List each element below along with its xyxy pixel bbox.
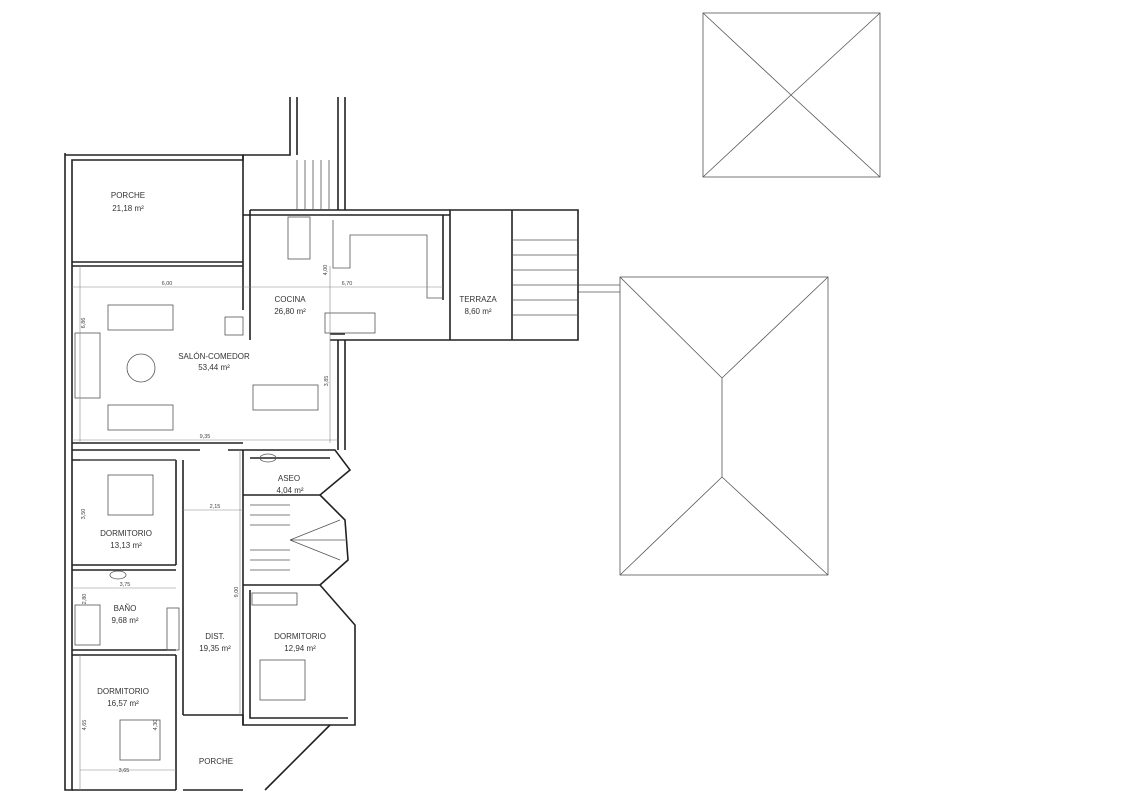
kitchen-table [287, 216, 311, 260]
room-labels: PORCHE 21,18 m² COCINA 26,80 m² TERRAZA … [97, 191, 497, 766]
room-area: 13,13 m² [110, 541, 142, 550]
room-area: 16,57 m² [107, 699, 139, 708]
dimension-label: 4,00 [323, 265, 329, 276]
roof-large [578, 276, 829, 576]
dimension-label: 2,80 [82, 594, 88, 605]
wardrobe [166, 607, 180, 651]
roof-small [702, 12, 881, 178]
dimension-label: 9,00 [234, 587, 240, 598]
dimension-label: 9,35 [200, 434, 211, 440]
dimension-label: 4,30 [153, 720, 159, 731]
dimension-labels: 6,00 6,86 4,00 6,70 3,85 9,35 3,50 2,15 … [81, 265, 352, 774]
room-area: 8,60 m² [464, 307, 491, 316]
dimension-label: 3,85 [324, 376, 330, 387]
room-area: 4,04 m² [276, 486, 303, 495]
sofa [107, 304, 174, 331]
room-area: 12,94 m² [284, 644, 316, 653]
bed [107, 474, 154, 516]
dimension-label: 3,75 [120, 582, 131, 588]
room-area: 9,68 m² [111, 616, 138, 625]
stairs-terrace [512, 239, 578, 316]
kitchen-counter [332, 220, 443, 299]
dimension-label: 4,65 [82, 720, 88, 731]
room-area: 53,44 m² [198, 363, 230, 372]
dimension-label: 6,70 [342, 281, 353, 287]
room-name: DORMITORIO [274, 632, 326, 641]
room-area: 19,35 m² [199, 644, 231, 653]
dining-table [252, 384, 319, 411]
bed [119, 719, 161, 761]
room-name: DIST. [205, 632, 225, 641]
room-area: 26,80 m² [274, 307, 306, 316]
dimension-label: 2,15 [210, 504, 221, 510]
dimension-label: 6,00 [162, 281, 173, 287]
room-name: SALÓN-COMEDOR [178, 352, 250, 361]
coffee-table [126, 353, 156, 383]
dimension-lines [72, 266, 443, 790]
dimension-label: 3,65 [119, 768, 130, 774]
chimney [224, 316, 244, 336]
sink [259, 453, 277, 463]
room-name: TERRAZA [459, 295, 497, 304]
room-name: DORMITORIO [97, 687, 149, 696]
sofa [107, 404, 174, 431]
room-area: 21,18 m² [112, 204, 144, 213]
room-name: PORCHE [111, 191, 145, 200]
room-name: PORCHE [199, 757, 233, 766]
walls [64, 97, 579, 791]
dimension-label: 6,86 [81, 318, 87, 329]
kitchen-island [324, 312, 376, 334]
bed [259, 659, 306, 701]
dimension-label: 3,50 [81, 509, 87, 520]
room-name: DORMITORIO [100, 529, 152, 538]
sofa [74, 332, 101, 399]
room-name: COCINA [274, 295, 306, 304]
sink [109, 570, 127, 580]
spiral-stairs [250, 504, 345, 571]
furniture [74, 160, 578, 761]
shower [74, 604, 101, 646]
wardrobe [251, 592, 298, 606]
stairs-north [296, 160, 330, 210]
room-name: ASEO [278, 474, 300, 483]
room-name: BAÑO [114, 604, 137, 613]
